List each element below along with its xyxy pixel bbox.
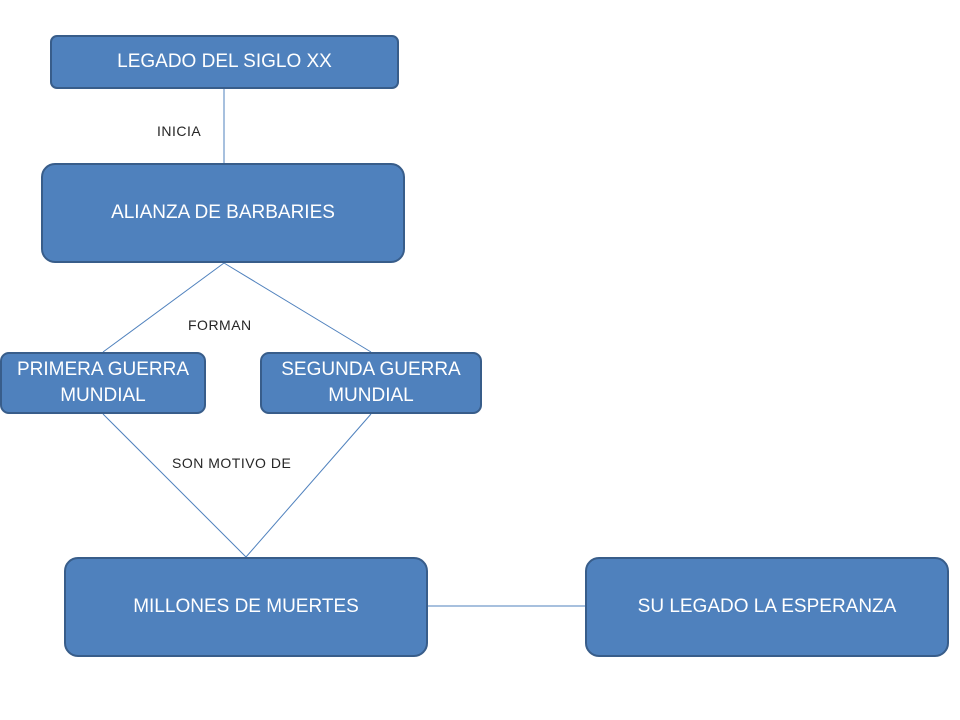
edge-label-son-motivo-de: SON MOTIVO DE xyxy=(172,455,292,471)
node-label: PRIMERA GUERRA MUNDIAL xyxy=(16,359,190,406)
connector-primera-millones xyxy=(102,413,247,558)
node-label: MILLONES DE MUERTES xyxy=(133,596,359,618)
connector-alianza-primera xyxy=(102,262,225,353)
node-primera-guerra-mundial: PRIMERA GUERRA MUNDIAL xyxy=(0,352,206,414)
node-label: ALIANZA DE BARBARIES xyxy=(111,202,335,224)
node-alianza-de-barbaries: ALIANZA DE BARBARIES xyxy=(41,163,405,263)
connector-segunda-millones xyxy=(245,413,372,558)
node-su-legado-la-esperanza: SU LEGADO LA ESPERANZA xyxy=(585,557,949,657)
edge-label-inicia: INICIA xyxy=(157,123,202,139)
node-label: LEGADO DEL SIGLO XX xyxy=(117,51,332,73)
node-segunda-guerra-mundial: SEGUNDA GUERRA MUNDIAL xyxy=(260,352,482,414)
node-label: SEGUNDA GUERRA MUNDIAL xyxy=(281,359,461,406)
edge-label-forman: FORMAN xyxy=(188,317,252,333)
node-millones-de-muertes: MILLONES DE MUERTES xyxy=(64,557,428,657)
connector-alianza-segunda xyxy=(223,262,372,353)
node-label: SU LEGADO LA ESPERANZA xyxy=(637,596,897,618)
node-legado-del-siglo-xx: LEGADO DEL SIGLO XX xyxy=(50,35,399,89)
